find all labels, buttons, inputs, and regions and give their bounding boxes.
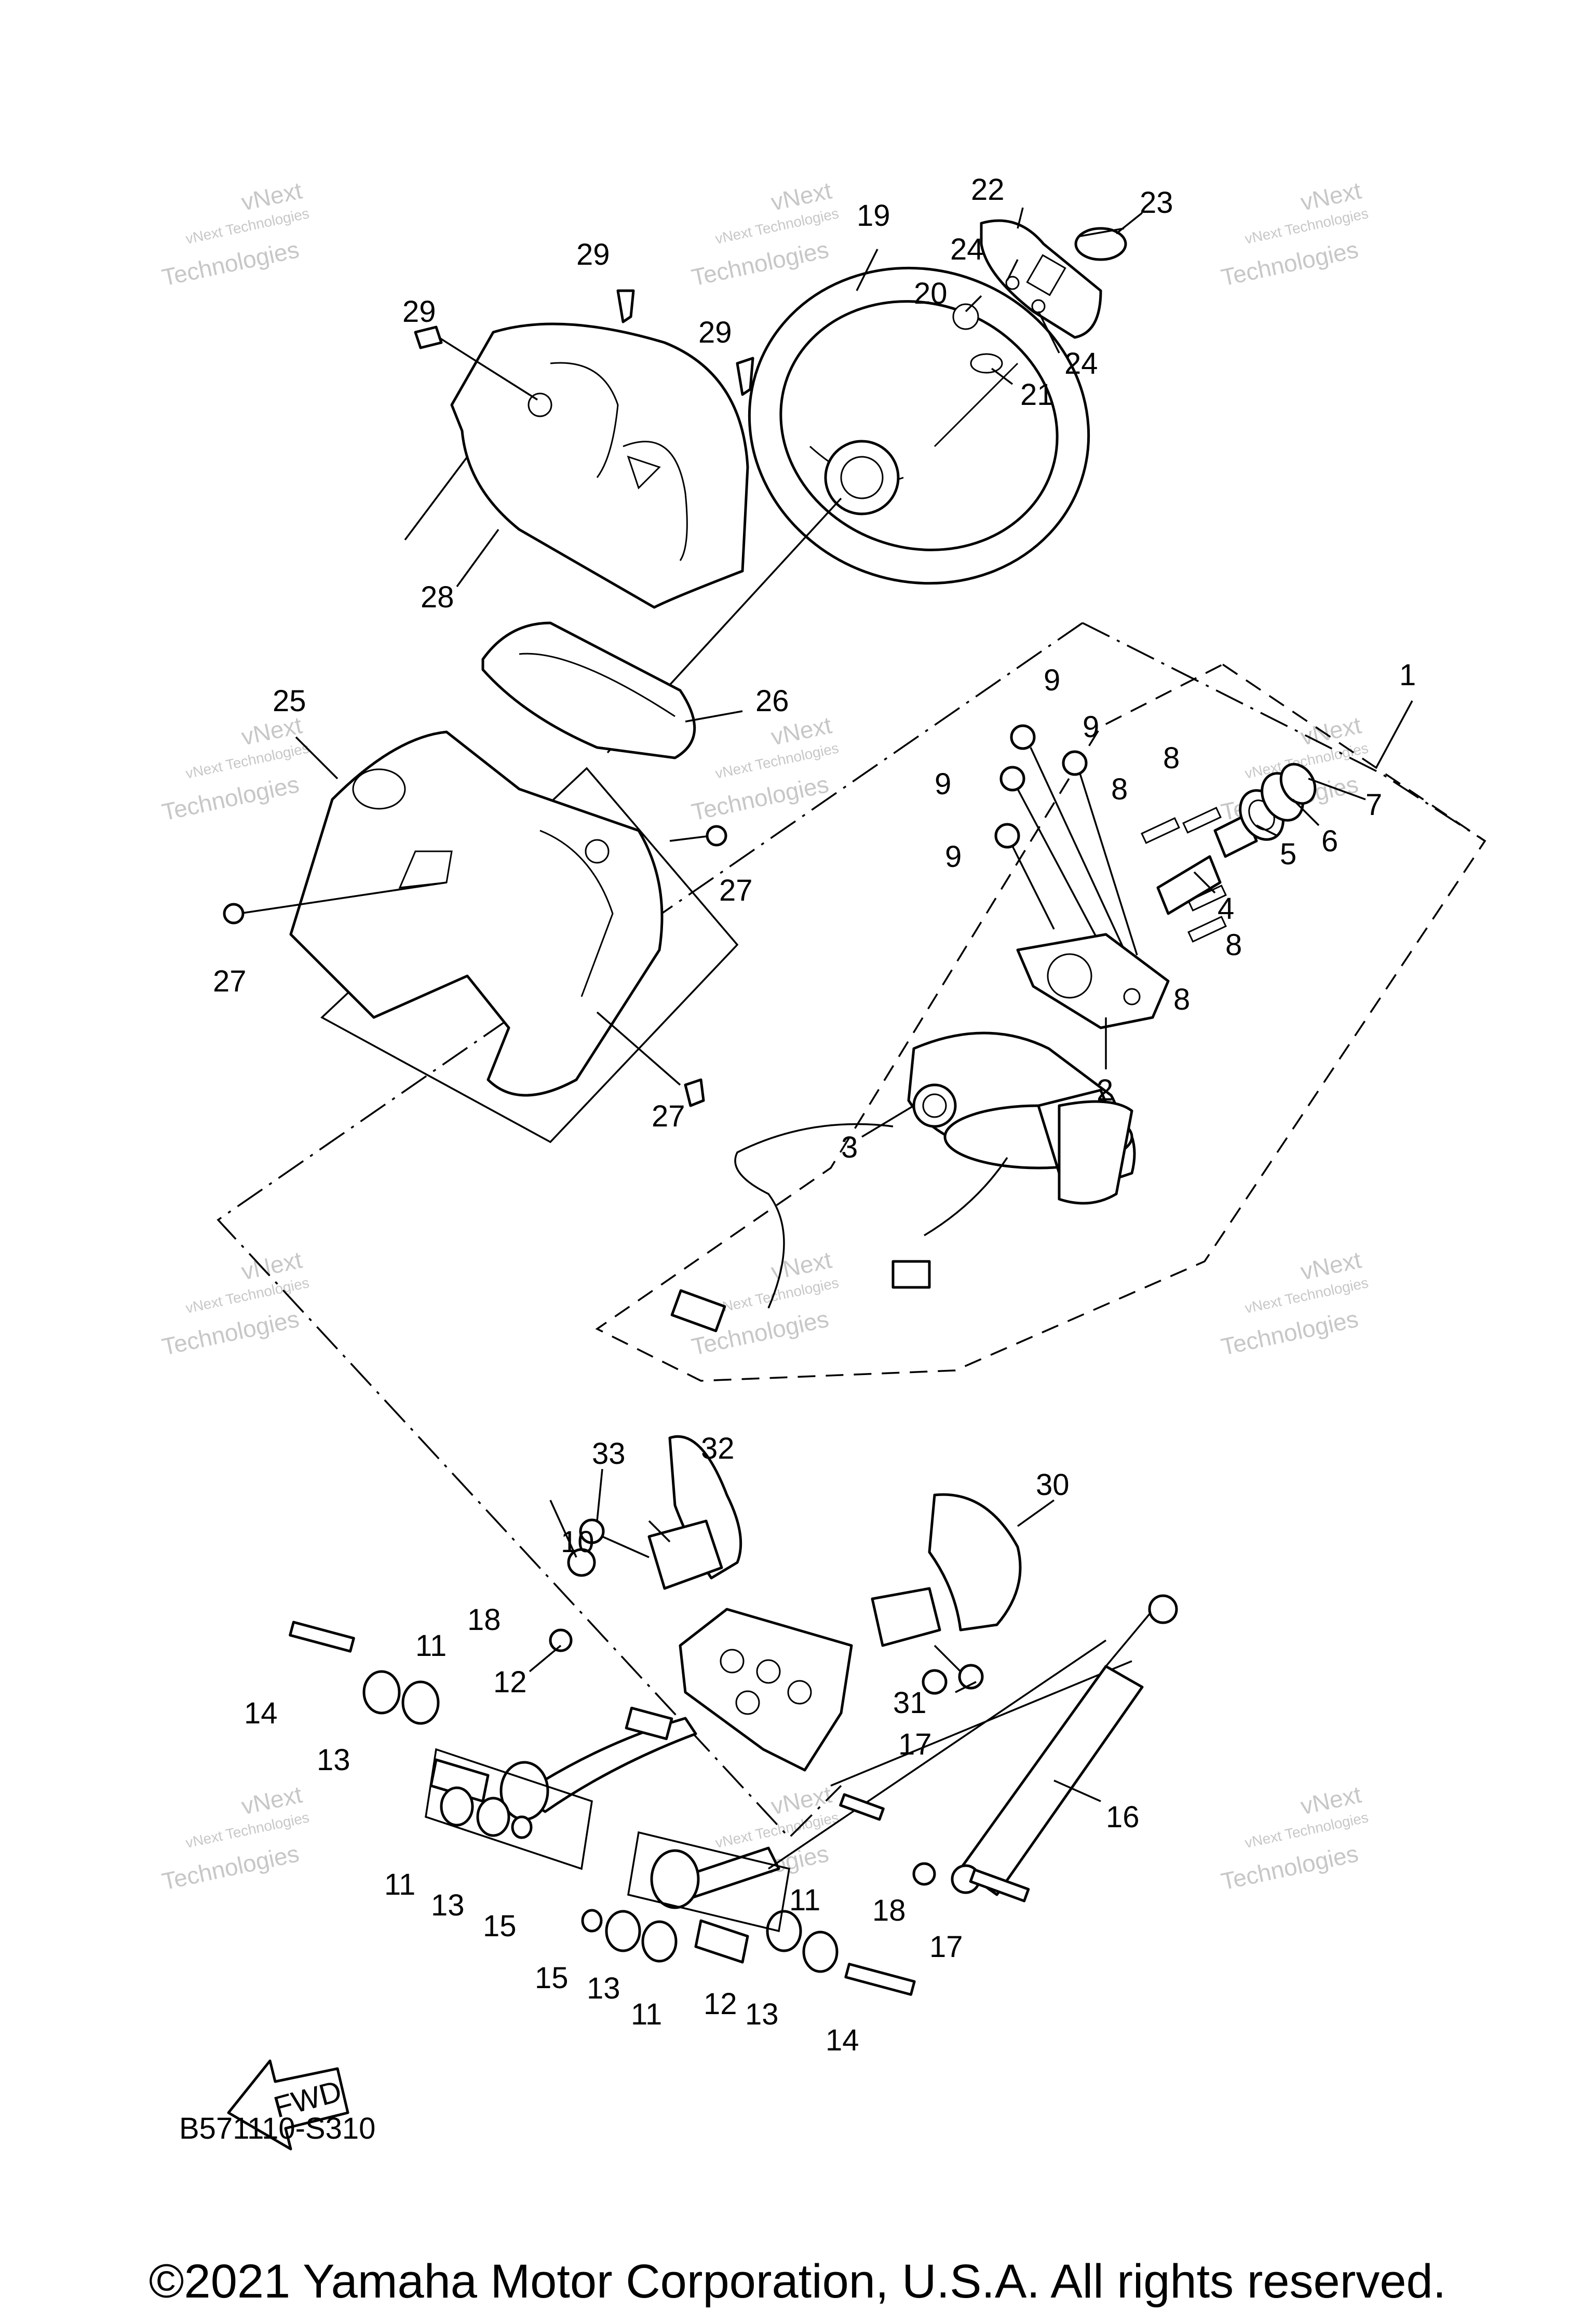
watermark-text: Technologies [1219,1305,1360,1361]
accelerator-pedal [579,1435,742,1590]
watermark-text: Technologies [159,236,301,291]
callout: 22 [971,173,1005,207]
callout: 11 [384,1868,415,1901]
screws-29 [414,289,754,401]
callout: 27 [652,1099,685,1133]
inner-cover [481,621,696,759]
callout: 8 [1111,772,1128,806]
callout: 28 [421,580,454,614]
callout: 33 [592,1437,626,1471]
callout: 11 [631,1997,662,2031]
watermark-text: Technologies [689,236,831,291]
leader-lines [295,207,1413,1802]
callout: 3 [841,1131,858,1164]
callout: 12 [704,1987,737,2021]
callout: 15 [535,1961,569,1995]
damper [951,1594,1178,1896]
callout: 6 [1321,824,1338,858]
callout: 13 [587,1972,620,2005]
shaft-bearings [1156,763,1317,915]
horn-pad [952,219,1127,374]
watermark-text: Technologies [1219,1840,1360,1895]
callout: 14 [826,2023,859,2057]
watermark-text: Technologies [159,1840,301,1895]
callout: 16 [1106,1800,1140,1834]
brake-pedal [871,1493,1022,1690]
watermark-text: Technologies [159,770,301,826]
callout: 12 [493,1665,527,1699]
callout: 24 [950,233,984,266]
callout: 30 [1036,1468,1070,1502]
column-bracket [1016,933,1170,1029]
bolts-8 [1141,807,1227,943]
power-steering-unit [670,1031,1136,1333]
callout: 17 [929,1930,963,1964]
callout: 15 [483,1909,517,1943]
callout: 5 [1280,837,1296,871]
callout: 9 [1044,663,1060,697]
callout: 25 [273,684,306,718]
callout: 13 [431,1888,465,1922]
callout: 9 [1083,710,1099,744]
watermark-text: Technologies [159,1305,301,1361]
callout: 13 [745,1997,779,2031]
callout: 18 [872,1894,906,1927]
watermark-text: Technologies [689,770,831,826]
callout: 29 [402,295,436,329]
callout: 18 [467,1603,501,1637]
callout: 29 [576,238,610,271]
callout: 17 [898,1728,932,1761]
bushing-outlines [425,1748,790,1933]
callouts: 1 2 3 4 5 6 7 8 8 8 8 9 9 9 9 10 11 11 1… [213,173,1416,2057]
lower-cover [238,730,712,1097]
upper-cover [404,322,749,609]
callout: 9 [945,840,962,874]
callout: 26 [755,684,789,718]
callout: 19 [857,199,890,233]
callout: 8 [1173,983,1190,1016]
callout: 23 [1140,186,1173,220]
callout: 8 [1163,741,1180,775]
callout: 14 [244,1696,278,1730]
fwd-arrow-icon: FWD [227,2059,349,2151]
callout: 13 [317,1743,350,1777]
callout: 21 [1020,378,1054,412]
diagram-code: B571110-S310 [179,2112,375,2145]
callout: 8 [1225,928,1242,962]
callout: 4 [1218,892,1234,926]
callout: 10 [561,1525,594,1559]
callout: 20 [914,277,948,310]
callout: 32 [701,1432,735,1465]
callout: 11 [789,1883,820,1917]
pedal-bracket-plate [679,1608,853,1772]
bolts-9 [994,724,1138,956]
callout: 11 [415,1629,447,1663]
callout: 27 [213,964,247,998]
callout: 7 [1366,788,1382,822]
callout: 9 [935,767,951,801]
callout: 1 [1399,658,1416,692]
copyright-notice: ©2021 Yamaha Motor Corporation, U.S.A. A… [148,2255,1447,2308]
callout: 2 [1097,1073,1113,1107]
callout: 31 [893,1686,927,1720]
callout: 27 [719,874,753,907]
clips-27 [223,825,727,1107]
watermark-text: Technologies [1219,236,1360,291]
callout: 29 [698,316,732,349]
callout: 24 [1064,347,1098,380]
